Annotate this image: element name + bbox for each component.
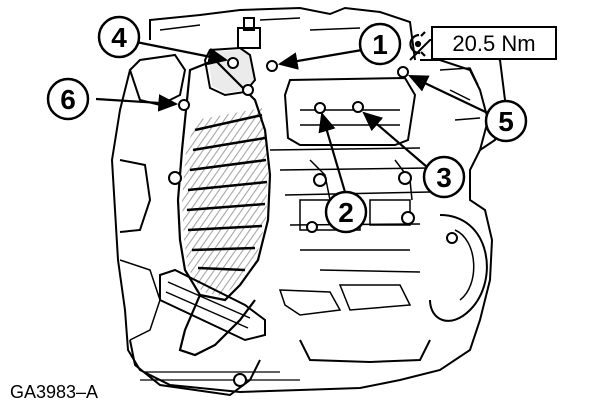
callout-3: 3 <box>422 155 466 199</box>
callout-4-label: 4 <box>111 22 127 53</box>
bolt-1 <box>266 60 278 72</box>
callout-3-label: 3 <box>436 162 452 193</box>
leader-lines <box>95 40 495 193</box>
torque-wrench-icon <box>409 31 426 57</box>
callout-6-label: 6 <box>60 84 76 115</box>
bolt-4 <box>227 57 239 69</box>
bolt-5 <box>397 66 409 78</box>
callout-5-label: 5 <box>498 106 514 137</box>
torque-spec-box <box>431 26 557 60</box>
leader-1 <box>277 48 363 70</box>
leader-5 <box>408 75 495 117</box>
callout-5: 5 <box>484 99 528 143</box>
callout-markers: 1 4 6 5 3 2 <box>46 15 528 234</box>
torque-spec: 20.5 Nm <box>409 26 557 60</box>
bolt-6 <box>178 99 190 111</box>
heat-shield-shading <box>182 108 268 296</box>
bolt-3a <box>314 102 326 114</box>
leader-6 <box>95 94 179 112</box>
bolt-misc3 <box>233 373 247 387</box>
leader-4 <box>135 40 229 66</box>
callout-1-label: 1 <box>372 29 388 60</box>
bolts <box>168 57 458 387</box>
bolt-2a <box>313 173 327 187</box>
engine-block <box>110 6 507 397</box>
bolt-3b <box>352 101 364 113</box>
bolt-misc2 <box>446 232 458 244</box>
bolt-misc <box>306 221 318 233</box>
callout-4: 4 <box>97 15 141 59</box>
bolt-2c <box>401 211 415 225</box>
bolt-4b <box>242 84 254 96</box>
callout-2: 2 <box>324 190 368 234</box>
figure-id-label: GA3983–A <box>10 382 98 402</box>
callout-1: 1 <box>358 22 402 66</box>
bolt-2d <box>168 171 182 185</box>
bolt-2b <box>398 171 412 185</box>
leader-3 <box>362 111 428 168</box>
torque-spec-value: 20.5 Nm <box>452 31 535 56</box>
callout-6: 6 <box>46 77 90 121</box>
callout-2-label: 2 <box>338 197 354 228</box>
leader-2 <box>318 111 347 193</box>
